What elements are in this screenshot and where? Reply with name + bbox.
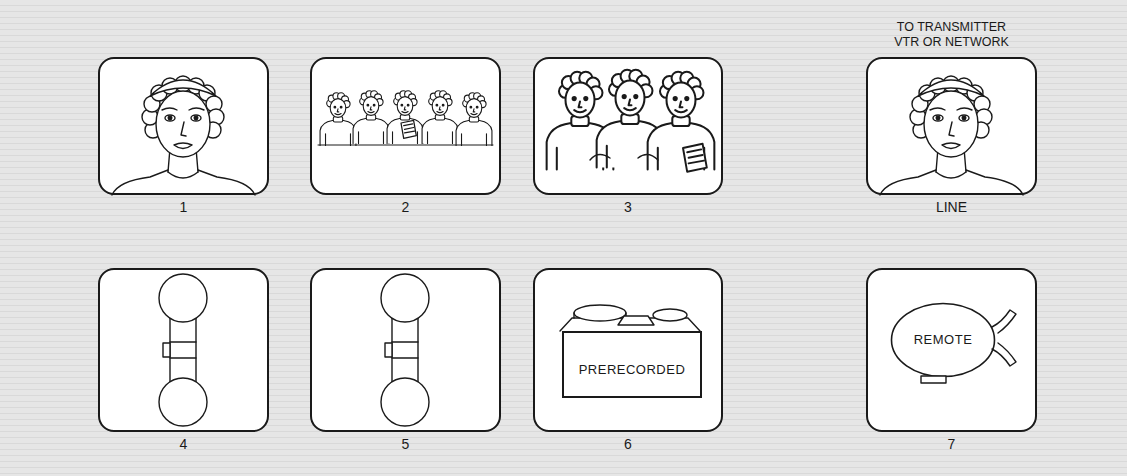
blimp-shape: REMOTE [890, 302, 996, 378]
monitor-frame: 2 [310, 57, 501, 195]
monitor-frame: 1 [98, 57, 269, 195]
monitor-number: 4 [180, 436, 188, 454]
destination-label: TO TRANSMITTER VTR OR NETWORK [889, 20, 1015, 51]
monitor-frame: 5 [310, 268, 501, 432]
monitor-frame: 4 [98, 268, 269, 432]
monitor-number: 6 [624, 436, 632, 454]
monitor-frame: 6PRERECORDED [533, 268, 723, 432]
monitor-number: 5 [402, 436, 410, 454]
monitor-number: 7 [948, 436, 956, 454]
shape-label: PRERECORDED [564, 333, 700, 396]
monitor-number: 2 [402, 199, 410, 217]
monitor-number: LINE [936, 199, 967, 217]
tape-machine: PRERECORDED [562, 331, 702, 398]
monitor-frame: 7REMOTE [866, 268, 1037, 432]
monitor-number: 1 [180, 199, 188, 217]
shape-label: REMOTE [890, 302, 996, 378]
monitor-frame: 3 [533, 57, 723, 195]
monitor-frame: TO TRANSMITTER VTR OR NETWORKLINE [866, 57, 1037, 195]
monitor-number: 3 [624, 199, 632, 217]
